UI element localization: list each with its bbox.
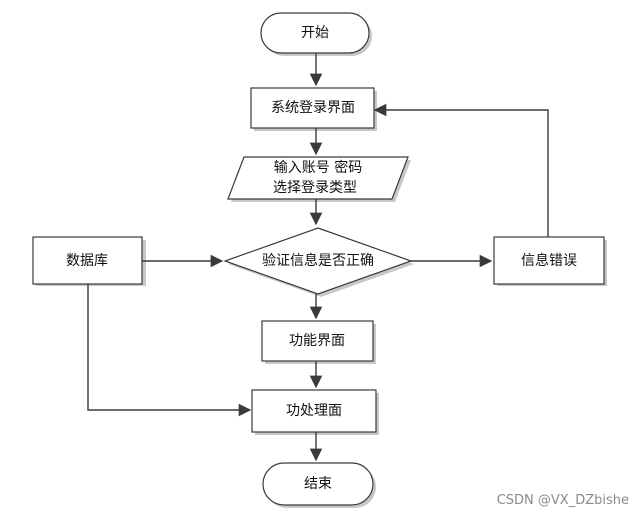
input-label-line1: 输入账号 密码 xyxy=(274,159,362,176)
login-page-label: 系统登录界面 xyxy=(271,100,355,116)
edge-error-to-login xyxy=(373,103,549,239)
decision-diamond xyxy=(223,227,413,295)
node-start: 开始 xyxy=(260,12,370,54)
login-page-box xyxy=(250,87,375,129)
function-page-label: 功能界面 xyxy=(289,333,345,349)
watermark-text: CSDN @VX_DZbishe xyxy=(496,493,629,508)
end-label: 结束 xyxy=(304,476,332,492)
process-page-label: 功处理面 xyxy=(286,403,342,419)
node-database: 数据库 xyxy=(32,236,143,285)
connectors xyxy=(87,53,549,462)
error-label: 信息错误 xyxy=(521,252,577,269)
function-page-box xyxy=(261,320,374,362)
start-terminator xyxy=(260,12,370,54)
edge-database-to-process xyxy=(87,284,252,417)
node-process-page: 功处理面 xyxy=(251,389,377,433)
decision-label: 验证信息是否正确 xyxy=(262,252,374,269)
node-function-page: 功能界面 xyxy=(261,320,374,362)
input-parallelogram xyxy=(227,156,409,200)
node-decision: 验证信息是否正确 xyxy=(223,227,413,295)
node-end: 结束 xyxy=(262,462,374,506)
node-input: 输入账号 密码 选择登录类型 xyxy=(227,156,409,200)
database-label: 数据库 xyxy=(66,253,108,269)
process-page-box xyxy=(251,389,377,433)
node-error: 信息错误 xyxy=(493,236,605,285)
input-label-line2: 选择登录类型 xyxy=(273,180,357,196)
start-label: 开始 xyxy=(301,25,329,41)
end-terminator xyxy=(262,462,374,506)
node-login-page: 系统登录界面 xyxy=(250,87,375,129)
database-box xyxy=(32,236,143,285)
error-box xyxy=(493,236,605,285)
